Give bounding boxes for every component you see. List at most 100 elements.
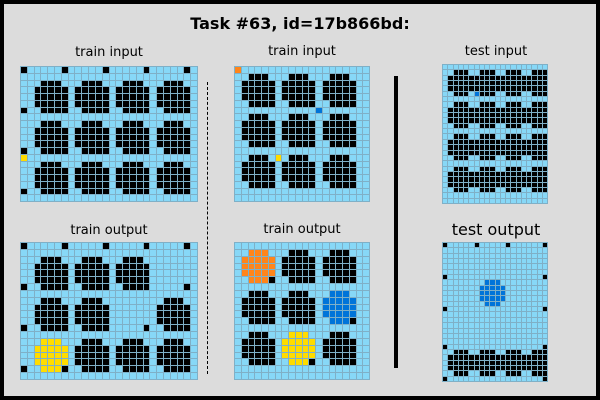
test-input-cell — [511, 113, 516, 118]
train-output-1-cell — [61, 332, 68, 338]
train-input-2-cell — [235, 154, 241, 161]
train-input-2-cell — [255, 73, 261, 80]
train-input-2-cell — [329, 127, 336, 134]
train-input-2-cell — [316, 175, 322, 181]
train-output-2-cell — [316, 297, 322, 304]
train-input-2-cell — [356, 100, 363, 107]
train-output-1-cell — [34, 297, 41, 304]
train-output-2-cell — [363, 284, 369, 290]
test-input-cell — [485, 107, 490, 113]
train-input-1-cell — [75, 121, 82, 127]
train-input-1-cell — [109, 94, 116, 100]
train-output-2-cell — [241, 249, 248, 256]
train-output-2-cell — [329, 290, 336, 297]
train-output-1-cell — [129, 318, 136, 325]
train-input-1-cell — [61, 181, 68, 188]
train-output-1-cell — [177, 277, 184, 284]
test-input-cell — [542, 139, 547, 145]
train-input-1-cell — [136, 181, 143, 188]
test-input-cell — [516, 150, 521, 155]
train-input-2-cell — [316, 168, 322, 174]
train-output-1-cell — [136, 338, 143, 345]
train-input-1-cell — [34, 188, 41, 195]
test-output-cell — [469, 339, 474, 344]
train-input-2-cell — [248, 161, 255, 168]
train-input-2-cell — [248, 188, 255, 195]
test-input-cell — [495, 193, 500, 198]
train-input-1-cell — [102, 73, 109, 80]
train-input-2-cell — [302, 188, 309, 195]
test-output-cell — [469, 328, 474, 333]
test-output-cell — [474, 243, 479, 248]
test-input-cell — [464, 171, 469, 177]
train-output-1-cell — [143, 359, 150, 366]
train-output-1-cell — [116, 373, 123, 379]
test-output-cell — [537, 296, 542, 301]
train-output-1-cell — [191, 304, 197, 311]
train-input-2-cell — [295, 161, 302, 168]
test-input-cell — [521, 182, 526, 187]
test-output-cell — [500, 365, 505, 371]
train-output-2-cell — [295, 290, 302, 297]
train-input-2-cell — [262, 181, 268, 188]
train-output-1-cell — [163, 263, 170, 270]
train-output-1-cell — [82, 332, 89, 338]
test-output-cell — [516, 275, 521, 280]
test-input-cell — [506, 102, 511, 107]
test-output-cell — [485, 323, 490, 328]
train-input-1-cell — [27, 114, 34, 120]
test-input-cell — [490, 86, 495, 91]
train-input-1-cell — [48, 195, 55, 201]
train-input-1-cell — [55, 127, 61, 134]
test-output-cell — [443, 344, 448, 349]
test-output-cell — [458, 243, 463, 248]
train-input-1-cell — [163, 127, 170, 134]
train-output-1-cell — [123, 290, 129, 297]
train-input-1-cell — [102, 67, 109, 73]
train-input-2-cell — [343, 121, 349, 127]
train-input-2-cell — [275, 188, 282, 195]
train-output-1-cell — [123, 277, 129, 284]
test-output-cell — [521, 269, 526, 275]
train-output-1-cell — [143, 325, 150, 332]
train-input-1-cell — [143, 175, 150, 181]
train-output-1-cell — [41, 332, 48, 338]
train-input-1-cell — [116, 127, 123, 134]
train-output-2-cell — [248, 338, 255, 345]
train-output-2-cell — [289, 366, 295, 373]
train-input-2-cell — [302, 87, 309, 93]
divider-solid — [394, 76, 398, 368]
train-output-1-cell — [184, 263, 191, 270]
test-input-cell — [511, 198, 516, 203]
train-input-1-cell — [34, 161, 41, 168]
train-input-1-cell — [157, 154, 163, 161]
test-input-cell — [490, 97, 495, 102]
test-output-cell — [485, 253, 490, 259]
test-output-cell — [458, 285, 463, 291]
train-output-1-cell — [157, 332, 163, 338]
test-output-cell — [458, 360, 463, 365]
test-output-cell — [537, 317, 542, 323]
test-output-cell — [479, 259, 484, 264]
test-input-cell — [490, 166, 495, 171]
test-input-cell — [500, 150, 505, 155]
train-input-1-cell — [27, 195, 34, 201]
train-input-1-cell — [61, 114, 68, 120]
train-input-1-cell — [61, 148, 68, 154]
train-output-2-cell — [363, 332, 369, 338]
test-output-cell — [453, 264, 458, 269]
train-input-1-cell — [75, 148, 82, 154]
test-output-cell — [532, 323, 537, 328]
train-output-2-cell — [356, 297, 363, 304]
test-output-cell — [542, 312, 547, 317]
test-output-cell — [464, 333, 469, 339]
train-output-1-cell — [150, 311, 157, 318]
train-input-2-cell — [363, 154, 369, 161]
train-output-2-cell — [241, 311, 248, 318]
train-output-1-cell — [89, 359, 95, 366]
train-output-2-cell — [316, 373, 322, 379]
train-output-1-cell — [116, 311, 123, 318]
train-output-2-cell — [343, 277, 349, 284]
train-output-2-cell — [289, 249, 295, 256]
test-output-cell — [532, 259, 537, 264]
